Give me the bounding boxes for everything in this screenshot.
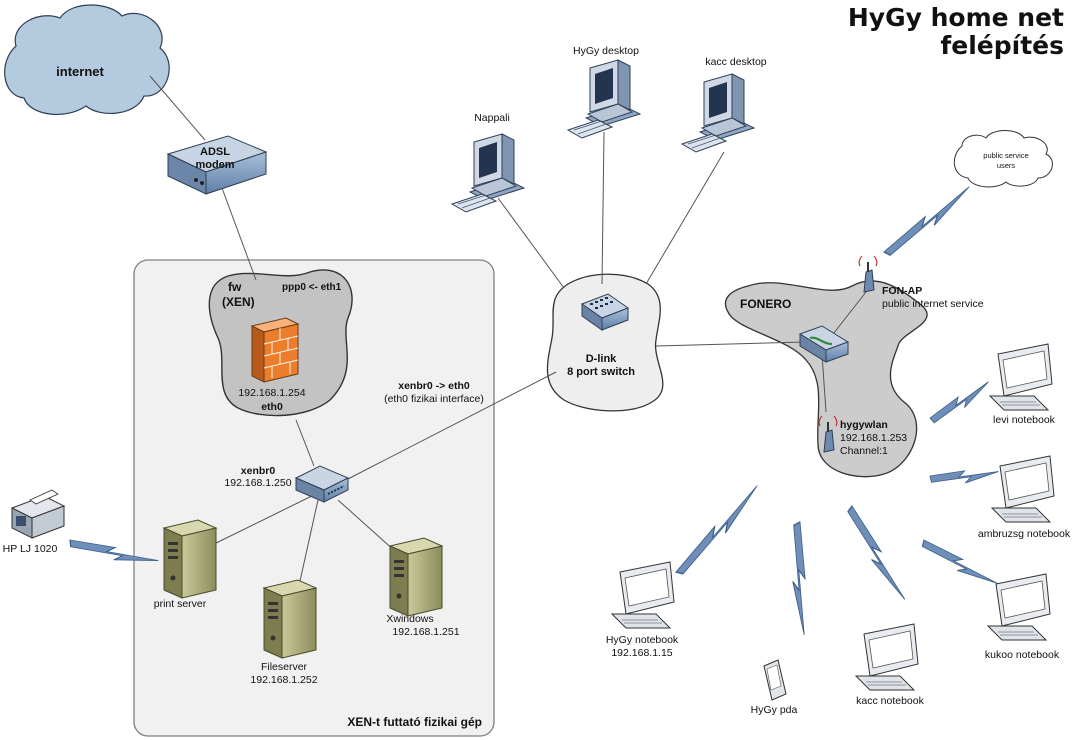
hygy-desktop-icon <box>567 59 641 139</box>
fw-iface: ppp0 <- eth1 <box>282 282 342 293</box>
kacc-desktop-icon <box>681 73 755 153</box>
dlink-label-line1: D-link <box>586 353 617 365</box>
hygywlan-label: hygywlan <box>840 419 888 431</box>
hygy-pda-label: HyGy pda <box>751 704 798 716</box>
kacc-notebook-label: kacc notebook <box>856 695 924 707</box>
dlink-region <box>546 273 664 412</box>
public-service-cloud <box>953 130 1053 188</box>
fonero-label: FONERO <box>740 297 791 311</box>
page-title-line1: HyGy home net <box>848 3 1064 32</box>
desktop-kacc-label: kacc desktop <box>705 56 766 68</box>
xenbr-link-line1: xenbr0 -> eth0 <box>398 380 470 392</box>
xwindows-server-icon <box>389 537 443 617</box>
fonero-region <box>724 280 928 478</box>
internet-label: internet <box>56 64 104 79</box>
adsl-label-line1: ADSL <box>200 146 230 158</box>
printer-label: HP LJ 1020 <box>3 543 58 555</box>
connection-lines <box>149 75 867 591</box>
levi-notebook-icon <box>989 343 1053 411</box>
kukoo-notebook-icon <box>987 573 1051 641</box>
printer-icon <box>10 489 66 539</box>
xwindows-ip: 192.168.1.251 <box>392 626 459 638</box>
fw-eth: eth0 <box>261 401 283 413</box>
xenbr0-switch <box>294 465 350 503</box>
fonero-router <box>798 325 850 363</box>
hygywlan-ip: 192.168.1.253 <box>840 432 907 444</box>
dlink-switch <box>580 293 630 331</box>
fw-name: fw <box>228 280 242 294</box>
fon-ap-desc: public internet service <box>882 298 984 310</box>
desktop-nappali-label: Nappali <box>474 112 510 124</box>
public-service-line2: users <box>997 161 1016 170</box>
dlink-label-line2: 8 port switch <box>567 366 635 378</box>
hygy-notebook-ip: 192.168.1.15 <box>611 647 672 659</box>
xen-host-label: XEN-t futtató fizikai gép <box>347 715 482 729</box>
hygywlan-channel: Channel:1 <box>840 445 888 457</box>
adsl-label-line2: modem <box>195 159 234 171</box>
xenbr-link-line2: (eth0 fizikai interface) <box>384 393 484 405</box>
kacc-notebook-icon <box>855 623 919 691</box>
xenbr0-name: xenbr0 <box>241 465 276 477</box>
adsl-modem <box>166 135 268 195</box>
fileserver-icon <box>263 579 317 659</box>
fw-ip: 192.168.1.254 <box>238 387 305 399</box>
public-service-line1: public service <box>983 151 1028 160</box>
fon-ap-label: FON-AP <box>882 285 922 297</box>
nappali-desktop-icon <box>451 133 525 213</box>
hygy-notebook-icon <box>611 561 675 629</box>
fileserver-name: Fileserver <box>261 661 308 673</box>
levi-notebook-label: levi notebook <box>993 414 1056 426</box>
print-server-label: print server <box>154 598 207 610</box>
fw-sub: (XEN) <box>222 295 255 309</box>
fon-ap-antenna-icon <box>858 255 878 293</box>
xenbr0-ip: 192.168.1.250 <box>224 477 291 489</box>
internet-cloud <box>4 4 170 115</box>
page-title-line2: felépítés <box>940 31 1064 60</box>
xwindows-name: Xwindows <box>386 613 433 625</box>
desktop-hygy-label: HyGy desktop <box>573 45 639 57</box>
pda-icon <box>763 659 787 701</box>
kukoo-notebook-label: kukoo notebook <box>985 649 1060 661</box>
hygywlan-antenna-icon <box>818 415 838 453</box>
ambruzsg-notebook-icon <box>991 455 1055 523</box>
print-server-icon <box>163 519 217 599</box>
fileserver-ip: 192.168.1.252 <box>250 674 317 686</box>
hygy-notebook-label: HyGy notebook <box>606 634 679 646</box>
ambruzsg-notebook-label: ambruzsg notebook <box>978 528 1071 540</box>
firewall-icon <box>250 317 300 383</box>
